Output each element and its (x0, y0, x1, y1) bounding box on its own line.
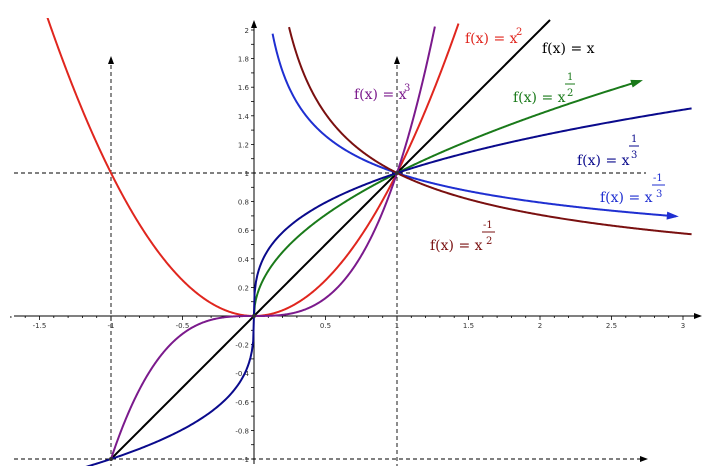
series-label-exponent-numerator: -1 (483, 220, 493, 231)
series-label-text: f(x) = x (577, 153, 630, 169)
series-line-xm12 (288, 26, 692, 236)
series-line-x1 (110, 19, 551, 460)
y-tick-label: 0.6 (238, 227, 250, 235)
y-tick-label: -0.4 (235, 370, 249, 378)
reference-line-arrow (108, 56, 114, 64)
series-label-exponent: 3 (404, 83, 410, 94)
series-label-x3: f(x) = x 3 (354, 83, 410, 103)
series-label-exponent-numerator: 1 (631, 134, 637, 145)
x-tick-label: -1.5 (33, 322, 47, 330)
series-line-x3 (110, 26, 436, 460)
reference-lines (14, 56, 648, 466)
intersection-point (109, 457, 113, 461)
intersection-point (252, 314, 256, 318)
y-tick-label: 1.4 (238, 113, 250, 121)
y-tick-label: -0.8 (235, 427, 249, 435)
x-tick-label: 1.5 (463, 322, 474, 330)
reference-line-arrow (640, 456, 648, 462)
x-tick-label: -0.5 (176, 322, 190, 330)
y-tick-label: -0.6 (235, 399, 249, 407)
axis-ticks: -1.5 -1 -0.5 0.5 1 1.5 2 2.5 3 -1 -0.8 -0.6 -0.4 -0.2… (10, 27, 685, 464)
series-label-text: f(x) = x (600, 190, 653, 206)
series-label-text: f(x) = x (465, 31, 518, 47)
x-tick-label: 0.5 (320, 322, 331, 330)
series-label-exponent-numerator: -1 (653, 173, 663, 184)
x-tick-label: 1 (395, 322, 399, 330)
function-curves (46, 18, 692, 466)
y-tick-label: 0.2 (238, 284, 249, 292)
y-tick-label: 0.8 (238, 199, 249, 207)
series-label-text: f(x) = x (354, 87, 407, 103)
series-label-exponent-denominator: 3 (631, 150, 637, 161)
series-line-x12 (253, 80, 641, 317)
y-tick-label: -0.2 (235, 342, 249, 350)
y-axis-arrow (251, 20, 257, 28)
series-label-text: f(x) = x (513, 90, 566, 106)
y-tick-label: -1 (242, 456, 249, 464)
x-tick-label: 3 (681, 322, 685, 330)
series-label-exponent-numerator: 1 (567, 72, 573, 83)
series-arrow-x12 (630, 79, 643, 88)
y-tick-label: 1.6 (238, 84, 250, 92)
series-label-text: f(x) = x (542, 41, 595, 57)
series-label-x2: f(x) = x 2 (465, 27, 522, 47)
x-tick-label: -1 (108, 322, 115, 330)
series-label-x13: f(x) = x 1 3 (577, 134, 639, 169)
series-line-xm13 (271, 33, 676, 218)
y-tick-label: 2 (245, 27, 249, 35)
series-label-exponent-denominator: 2 (567, 88, 573, 99)
intersection-point (395, 171, 399, 175)
axes (14, 20, 702, 464)
reference-line-arrow (394, 56, 400, 64)
series-label-xm13: f(x) = x -1 3 (600, 173, 665, 206)
series-label-exponent-denominator: 3 (656, 189, 662, 200)
y-tick-label: 1.2 (238, 141, 249, 149)
series-line-x13 (85, 107, 692, 466)
y-tick-label: 0.4 (238, 256, 250, 264)
series-label-xm12: f(x) = x -1 2 (430, 220, 495, 254)
y-tick-label: 1 (245, 170, 249, 178)
series-label-x12: f(x) = x 1 2 (513, 72, 575, 106)
y-tick-label: 1.8 (238, 56, 249, 64)
series-label-x1: f(x) = x (542, 41, 595, 57)
x-tick-label: 2.5 (606, 322, 617, 330)
series-label-exponent-denominator: 2 (486, 236, 492, 247)
series-label-text: f(x) = x (430, 238, 483, 254)
x-tick-label: 2 (538, 322, 542, 330)
series-label-exponent: 2 (516, 27, 522, 38)
x-axis-arrow (694, 313, 702, 319)
series-arrow-xm13 (666, 211, 679, 220)
